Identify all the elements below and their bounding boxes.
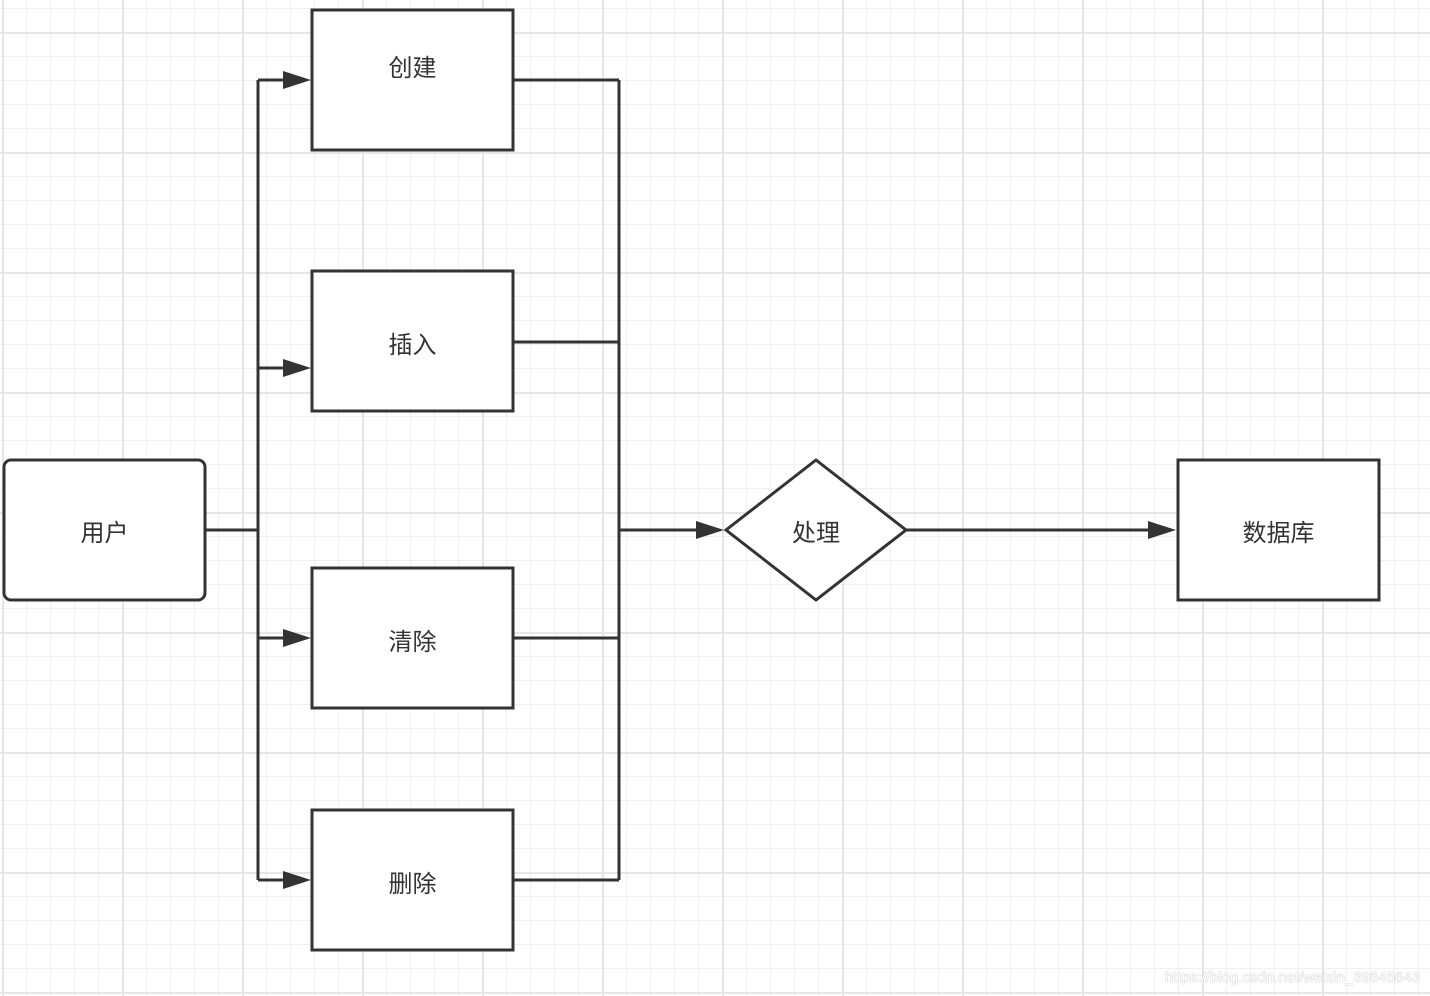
arrowhead-delete (283, 871, 311, 889)
arrowhead-clear (283, 629, 311, 647)
clear-node[interactable] (310, 566, 515, 710)
watermark-text: https://blog.csdn.net/weixin_39645643 (1164, 969, 1420, 986)
process-node[interactable] (723, 458, 909, 602)
arrowhead-create (283, 71, 311, 89)
arrowhead-database (1148, 521, 1176, 539)
edge-user-trunk (205, 80, 260, 880)
user-node[interactable] (2, 458, 207, 602)
edges (205, 71, 1176, 889)
arrowhead-insert (283, 359, 311, 377)
database-node[interactable] (1176, 458, 1381, 602)
insert-node[interactable] (310, 269, 515, 413)
create-node[interactable] (310, 8, 515, 152)
arrowhead-process (696, 521, 724, 539)
nodes (2, 8, 1381, 952)
delete-node[interactable] (310, 808, 515, 952)
